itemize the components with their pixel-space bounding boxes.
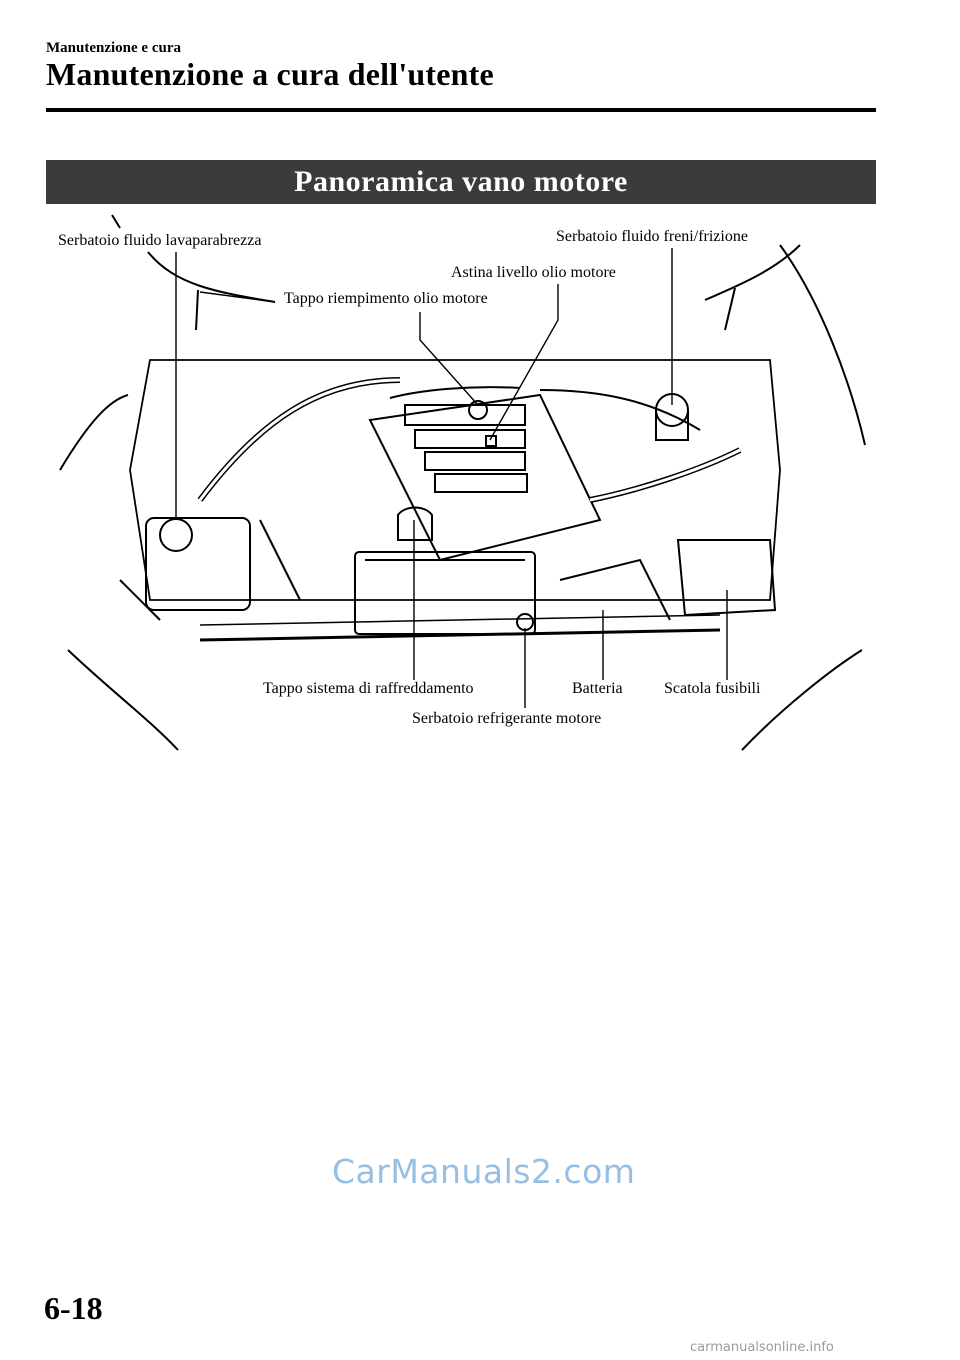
callout-fuse-box: Scatola fusibili	[664, 680, 761, 697]
section-label: Manutenzione e cura	[46, 40, 181, 56]
engine-illustration	[59, 214, 866, 751]
callout-coolant-reservoir: Serbatoio refrigerante motore	[412, 710, 602, 727]
title-rule	[46, 108, 876, 112]
watermark: CarManuals2.com	[332, 1152, 636, 1191]
section-banner: Panoramica vano motore	[46, 160, 876, 204]
callout-cooling-system-cap: Tappo sistema di raffreddamento	[263, 680, 474, 697]
callout-oil-dipstick: Astina livello olio motore	[451, 264, 616, 281]
callout-brake-clutch-reservoir: Serbatoio fluido freni/frizione	[556, 228, 748, 245]
page-title: Manutenzione a cura dell'utente	[46, 56, 494, 92]
callout-oil-filler-cap: Tappo riempimento olio motore	[284, 290, 488, 307]
engine-bay-diagram: Serbatoio fluido lavaparabrezza Serbatoi…	[0, 210, 960, 770]
site-footer: carmanualsonline.info	[690, 1340, 834, 1355]
callout-washer-reservoir: Serbatoio fluido lavaparabrezza	[58, 232, 262, 249]
callout-battery: Batteria	[572, 680, 623, 697]
page-number: 6-18	[44, 1290, 103, 1326]
